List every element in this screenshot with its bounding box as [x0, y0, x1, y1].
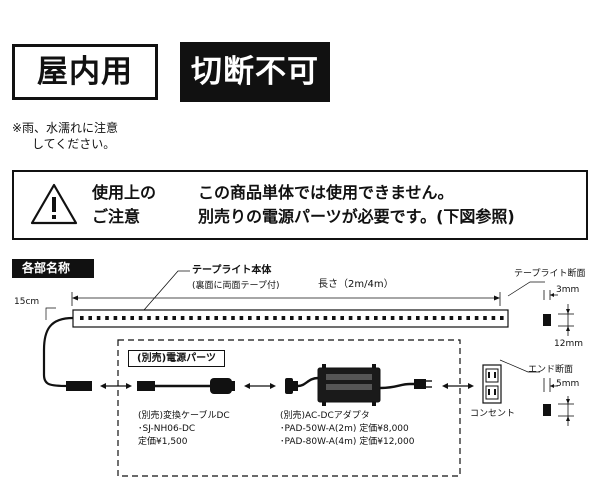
led-dot: [332, 316, 336, 320]
led-dot: [399, 316, 403, 320]
caution-box: 使用上の ご注意 この商品単体では使用できません。 別売りの電源パーツが必要です…: [12, 170, 588, 240]
led-dot: [500, 316, 504, 320]
led-dot: [374, 316, 378, 320]
led-dot: [189, 316, 193, 320]
end-cross-section: [543, 378, 574, 426]
adapter-line1: (別売)AC-DCアダプタ: [280, 411, 370, 421]
led-dot: [138, 316, 143, 320]
led-dot: [458, 316, 462, 320]
length-label: 長さ（2m/4m）: [318, 279, 394, 290]
power-parts-box: [117, 339, 461, 477]
led-dot: [382, 316, 386, 320]
led-dot: [80, 316, 84, 320]
led-dot: [105, 316, 109, 320]
led-dot: [88, 316, 92, 320]
ac-dc-adapter: [285, 364, 432, 406]
led-dot: [449, 316, 454, 320]
adapter-model-2m: ･PAD-50W-A(2m) 定価¥8,000: [280, 424, 409, 434]
led-dots: [80, 316, 504, 320]
end-section-dim-width: 5mm: [556, 379, 580, 389]
caution-label-line2: ご注意: [92, 207, 141, 226]
led-dot: [113, 316, 118, 320]
led-dot: [206, 316, 210, 320]
led-dot: [466, 316, 470, 320]
led-dot: [197, 316, 202, 320]
led-dot: [306, 316, 311, 320]
led-dot: [231, 316, 235, 320]
end-section-leader: [499, 359, 540, 373]
led-dot: [290, 316, 294, 320]
caution-label-line1: 使用上の: [92, 183, 157, 202]
tape-section-title: テープライト断面: [514, 269, 586, 279]
strip-connector: [66, 381, 92, 391]
led-dot: [281, 316, 286, 320]
outlet-label: コンセント: [470, 409, 516, 419]
led-dot: [180, 316, 185, 320]
led-dot: [273, 316, 277, 320]
rain-note-line1: ※雨、水濡れに注意: [12, 121, 119, 135]
led-dot: [96, 316, 101, 320]
led-dot: [340, 316, 344, 320]
dc-conversion-cable: [137, 378, 235, 394]
led-dot: [474, 316, 479, 320]
led-dot: [155, 316, 160, 320]
led-dot: [147, 316, 151, 320]
warning-triangle-icon: [30, 183, 78, 225]
adapter-model-4m: ･PAD-80W-A(4m) 定価¥12,000: [280, 437, 415, 447]
tape-section-dim-height: 12mm: [554, 339, 583, 349]
led-dot: [214, 316, 218, 320]
led-dot: [416, 316, 420, 320]
power-parts-label: (別売)電源パーツ: [128, 350, 225, 367]
led-dot: [122, 316, 126, 320]
led-dot: [365, 316, 370, 320]
led-dot: [130, 316, 134, 320]
led-dot: [491, 316, 496, 320]
led-dot: [407, 316, 412, 320]
led-dot: [256, 316, 260, 320]
led-dot: [164, 316, 168, 320]
led-dot: [483, 316, 487, 320]
led-dot: [348, 316, 353, 320]
tape-light-leader: [143, 270, 190, 311]
led-dot: [323, 316, 328, 320]
led-dot: [239, 316, 244, 320]
cable-length-label: 15cm: [14, 297, 40, 307]
led-dot: [264, 316, 269, 320]
cable-length-leader: [45, 307, 56, 320]
tape-section-leader: [507, 281, 545, 297]
led-dot: [298, 316, 302, 320]
end-section-title: エンド断面: [528, 365, 574, 375]
dc-cable-line1: (別売)変換ケーブルDC: [138, 411, 230, 421]
dc-cable-model: ･SJ-NH06-DC: [138, 424, 196, 434]
led-dot: [390, 316, 395, 320]
dc-cable-price: 定価¥1,500: [138, 437, 188, 447]
led-dot: [172, 316, 176, 320]
caution-text-line2: 別売りの電源パーツが必要です。(下図参照): [198, 207, 515, 226]
parts-names-title: 各部名称: [12, 259, 94, 278]
led-dot: [357, 316, 361, 320]
led-dot: [315, 316, 319, 320]
tape-cross-section: [543, 290, 574, 336]
led-dot: [424, 316, 428, 320]
indoor-use-badge: 屋内用: [12, 44, 158, 100]
led-dot: [222, 316, 227, 320]
rain-note-line2: してください。: [32, 137, 116, 151]
strip-cable: [42, 316, 74, 388]
tape-light-name: テープライト本体: [192, 265, 272, 276]
tape-section-dim-width: 3mm: [556, 285, 580, 295]
led-dot: [441, 316, 445, 320]
tape-light-sub: (裏面に両面テープ付): [192, 281, 280, 291]
wall-outlet-icon: [482, 364, 502, 404]
no-cut-badge: 切断不可: [180, 42, 330, 102]
caution-text-line1: この商品単体では使用できません。: [198, 183, 454, 202]
led-dot: [248, 316, 252, 320]
led-dot: [432, 316, 437, 320]
